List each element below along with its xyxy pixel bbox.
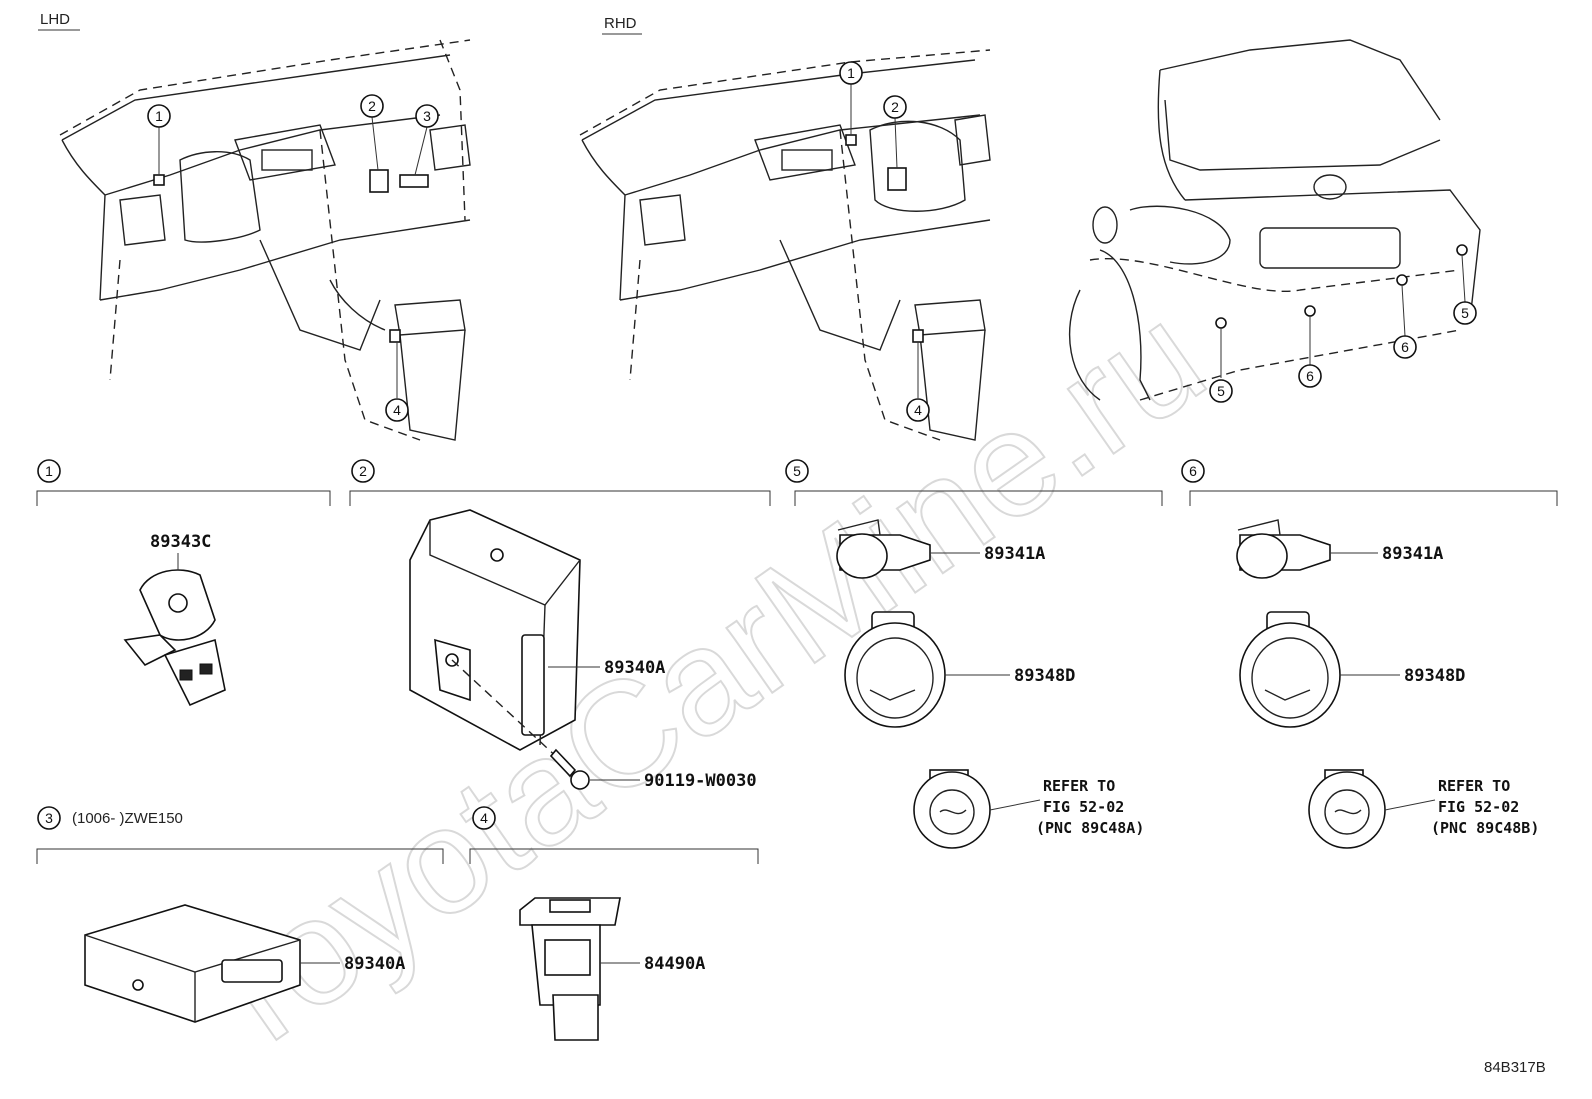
svg-text:2: 2 [359,463,367,479]
section-4-header: 4 [469,806,759,864]
part-number-89340A-sec3: 89340A [344,954,405,974]
svg-text:6: 6 [1189,463,1197,479]
section-6-header: 6 [1181,459,1558,506]
part-84490A: 84490A [519,897,705,1041]
section-2-header: 2 [349,459,771,506]
rear-view [1068,39,1481,401]
refer-text-sec5-line2: FIG 52-02 [1043,798,1124,816]
part-number-89341A-sec6: 89341A [1382,544,1443,564]
refer-text-sec5-line1: REFER TO [1043,777,1115,795]
part-89340A-box: 89340A [84,904,405,1023]
lhd-callouts: 1 2 3 4 [147,94,439,422]
rhd-view: RHD [579,15,991,441]
refer-text-sec6-line3: (PNC 89C48B) [1431,819,1539,837]
part-89341A-sec6: 89341A [1236,519,1443,579]
svg-text:5: 5 [1461,305,1469,321]
part-89C48A-sec5: REFER TO FIG 52-02 (PNC 89C48A) [913,769,1144,849]
part-number-89348D-sec5: 89348D [1014,666,1075,686]
svg-text:3: 3 [45,810,53,826]
part-89348D-sec6: 89348D [1239,611,1465,728]
part-89340A-ecu: 89340A [409,509,665,761]
svg-text:4: 4 [393,402,401,418]
part-number-89341A-sec5: 89341A [984,544,1045,564]
svg-text:5: 5 [1217,383,1225,399]
svg-text:1: 1 [847,65,855,81]
section-1-header: 1 [36,459,331,506]
part-number-84490A: 84490A [644,954,705,974]
part-89C48B-sec6: REFER TO FIG 52-02 (PNC 89C48B) [1308,769,1539,849]
section-5-header: 5 [785,459,1163,506]
refer-text-sec6-line2: FIG 52-02 [1438,798,1519,816]
section-3-header: 3 (1006- )ZWE150 [36,806,444,864]
part-number-90119-W0030: 90119-W0030 [644,771,757,791]
part-number-89348D-sec6: 89348D [1404,666,1465,686]
svg-text:2: 2 [891,99,899,115]
part-89341A-sec5: 89341A [836,519,1045,579]
rhd-callouts: 1 2 4 [839,61,930,422]
part-number-89340A-sec2: 89340A [604,658,665,678]
svg-text:6: 6 [1306,368,1314,384]
refer-text-sec5-line3: (PNC 89C48A) [1036,819,1144,837]
part-90119-bolt: 90119-W0030 [549,748,757,791]
lhd-view: LHD [38,11,471,441]
part-89348D-sec5: 89348D [844,611,1075,728]
part-number-89343C: 89343C [150,532,211,552]
section-3-note: (1006- )ZWE150 [72,810,183,827]
lhd-label: LHD [40,11,70,28]
rear-callouts: 5 6 6 5 [1209,301,1477,403]
svg-text:5: 5 [793,463,801,479]
svg-text:6: 6 [1401,339,1409,355]
rhd-label: RHD [604,15,637,32]
svg-text:4: 4 [480,810,488,826]
part-89343C: 89343C [123,532,226,707]
figure-code: 84B317B [1484,1059,1546,1076]
svg-text:3: 3 [423,108,431,124]
refer-text-sec6-line1: REFER TO [1438,777,1510,795]
svg-text:1: 1 [45,463,53,479]
svg-text:1: 1 [155,108,163,124]
svg-text:4: 4 [914,402,922,418]
svg-text:2: 2 [368,98,376,114]
